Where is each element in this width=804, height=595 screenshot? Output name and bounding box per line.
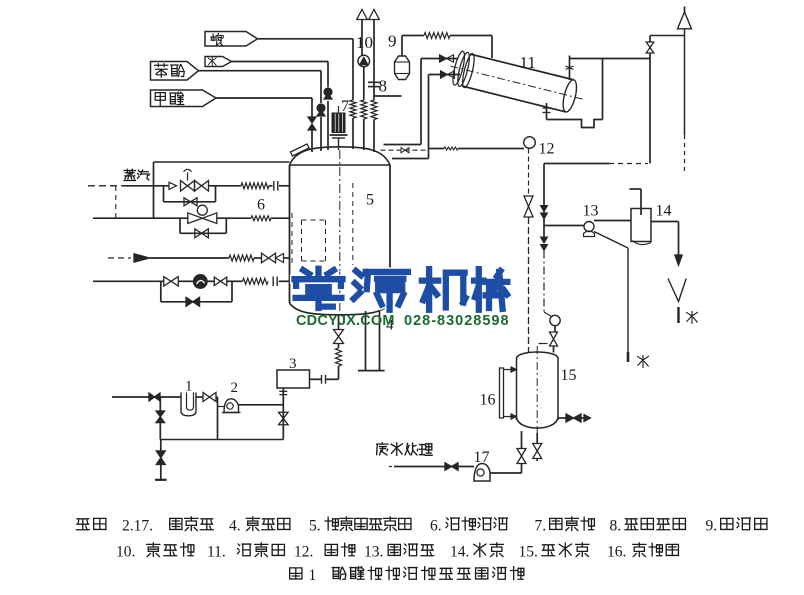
svg-text:11.: 11. — [207, 544, 226, 561]
svg-text:15.: 15. — [519, 544, 538, 561]
svg-text:11: 11 — [520, 53, 536, 72]
svg-text:1: 1 — [185, 379, 193, 395]
svg-text:2: 2 — [231, 380, 239, 396]
svg-text:8: 8 — [379, 77, 388, 96]
svg-text:5.: 5. — [309, 518, 321, 535]
svg-text:7.: 7. — [535, 518, 547, 535]
svg-text:8.: 8. — [610, 518, 622, 535]
svg-text:17: 17 — [474, 449, 490, 466]
svg-text:13.: 13. — [364, 544, 383, 561]
svg-text:10: 10 — [356, 33, 373, 52]
svg-text:4: 4 — [386, 318, 394, 334]
svg-text:13: 13 — [583, 203, 599, 220]
svg-text:5: 5 — [366, 192, 374, 209]
svg-text:1: 1 — [309, 567, 317, 584]
svg-text:2.17.: 2.17. — [122, 518, 153, 535]
svg-text:3: 3 — [289, 356, 297, 372]
svg-text:6.: 6. — [430, 518, 442, 535]
svg-text:16: 16 — [480, 392, 496, 409]
svg-text:9: 9 — [388, 32, 397, 51]
svg-text:4.: 4. — [229, 518, 241, 535]
svg-text:7: 7 — [341, 98, 349, 115]
svg-text:10.: 10. — [116, 544, 135, 561]
svg-text:9.: 9. — [706, 518, 718, 535]
svg-text:CDCYJX.COM: CDCYJX.COM — [296, 313, 395, 329]
svg-text:14: 14 — [656, 203, 672, 220]
svg-text:028-83028598: 028-83028598 — [404, 313, 510, 329]
svg-text:16.: 16. — [607, 544, 626, 561]
svg-text:14.: 14. — [450, 544, 469, 561]
svg-text:12: 12 — [539, 141, 555, 158]
svg-text:15: 15 — [561, 367, 577, 384]
svg-text:12.: 12. — [294, 544, 313, 561]
svg-text:6: 6 — [257, 197, 265, 214]
